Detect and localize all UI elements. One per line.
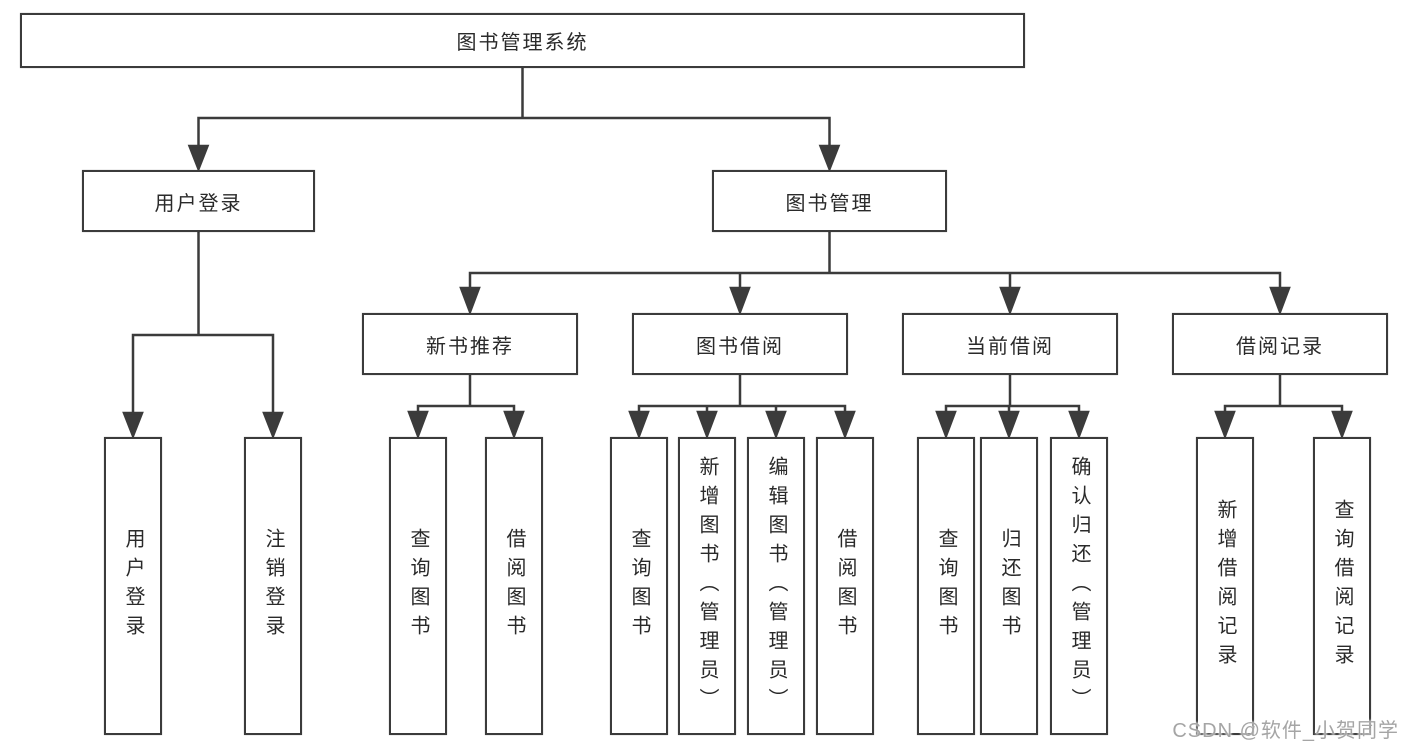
node-label: 查询图书	[935, 528, 957, 644]
node-book-management: 图书管理	[712, 170, 947, 232]
connector-line	[1223, 374, 1344, 417]
arrowhead-down-icon	[187, 144, 210, 173]
connector-line	[131, 231, 275, 417]
node-new-book-recommend: 新书推荐	[362, 313, 578, 375]
connector-current-borrow-children	[935, 374, 1090, 440]
arrowhead-down-icon	[1331, 410, 1353, 440]
leaf-nbr-borrow-book: 借阅图书	[485, 437, 543, 735]
node-label: 借阅记录	[1236, 335, 1324, 358]
connector-line	[197, 66, 831, 150]
node-current-borrowing: 当前借阅	[902, 313, 1118, 375]
arrowhead-down-icon	[935, 410, 957, 440]
leaf-cb-query-book: 查询图书	[917, 437, 975, 735]
leaf-bb-add-book-admin: 新增图书（管理员）	[678, 437, 736, 735]
node-label: 新增图书（管理员）	[696, 455, 718, 717]
connector-line	[416, 374, 516, 417]
arrowhead-down-icon	[765, 410, 787, 440]
arrowhead-down-icon	[729, 286, 751, 316]
arrowhead-down-icon	[818, 144, 841, 173]
leaf-br-add-record: 新增借阅记录	[1196, 437, 1254, 735]
arrowhead-down-icon	[1214, 410, 1236, 440]
node-label: 图书借阅	[696, 335, 784, 358]
csdn-watermark: CSDN @软件_小贺同学	[1172, 720, 1399, 742]
node-label: 确认归还（管理员）	[1068, 455, 1090, 717]
leaf-cb-confirm-return-admin: 确认归还（管理员）	[1050, 437, 1108, 735]
node-label: 查询借阅记录	[1331, 499, 1353, 673]
node-root-library-system: 图书管理系统	[20, 13, 1025, 68]
node-label: 注销登录	[262, 528, 284, 644]
connector-root-to-level2	[187, 66, 841, 173]
connector-new-book-rec-children	[407, 374, 525, 440]
node-label: 当前借阅	[966, 335, 1054, 358]
arrowhead-down-icon	[1269, 286, 1291, 316]
arrowhead-down-icon	[1068, 410, 1090, 440]
node-label: 借阅图书	[503, 528, 525, 644]
arrowhead-down-icon	[459, 286, 481, 316]
leaf-bb-edit-book-admin: 编辑图书（管理员）	[747, 437, 805, 735]
arrowhead-down-icon	[503, 410, 525, 440]
connector-line	[944, 374, 1081, 417]
node-label: 用户登录	[154, 192, 243, 215]
arrowhead-down-icon	[998, 410, 1020, 440]
node-label: 编辑图书（管理员）	[765, 455, 787, 717]
leaf-br-query-record: 查询借阅记录	[1313, 437, 1371, 735]
connector-book-mgmt-children	[459, 231, 1291, 316]
node-borrowing-records: 借阅记录	[1172, 313, 1388, 375]
node-user-login: 用户登录	[82, 170, 315, 232]
leaf-nbr-query-book: 查询图书	[389, 437, 447, 735]
node-label: 借阅图书	[834, 528, 856, 644]
node-label: 新书推荐	[426, 335, 514, 358]
leaf-logout: 注销登录	[244, 437, 302, 735]
connector-user-login-children	[122, 231, 284, 440]
arrowhead-down-icon	[628, 410, 650, 440]
node-label: 图书管理	[785, 192, 874, 215]
node-label: 新增借阅记录	[1214, 499, 1236, 673]
arrowhead-down-icon	[696, 410, 718, 440]
node-label: 查询图书	[407, 528, 429, 644]
leaf-cb-return-book: 归还图书	[980, 437, 1038, 735]
node-label: 用户登录	[122, 528, 144, 644]
connector-line	[637, 374, 847, 417]
arrowhead-down-icon	[122, 411, 144, 440]
node-label: 归还图书	[998, 528, 1020, 644]
arrowhead-down-icon	[999, 286, 1021, 316]
node-label: 图书管理系统	[456, 32, 589, 54]
arrowhead-down-icon	[262, 411, 284, 440]
leaf-user-login: 用户登录	[104, 437, 162, 735]
connector-line	[468, 231, 1282, 292]
connector-borrow-records-children	[1214, 374, 1353, 440]
arrowhead-down-icon	[834, 410, 856, 440]
connector-book-borrow-children	[628, 374, 856, 440]
leaf-bb-query-book: 查询图书	[610, 437, 668, 735]
arrowhead-down-icon	[407, 410, 429, 440]
leaf-bb-borrow-book: 借阅图书	[816, 437, 874, 735]
node-book-borrowing: 图书借阅	[632, 313, 848, 375]
node-label: 查询图书	[628, 528, 650, 644]
